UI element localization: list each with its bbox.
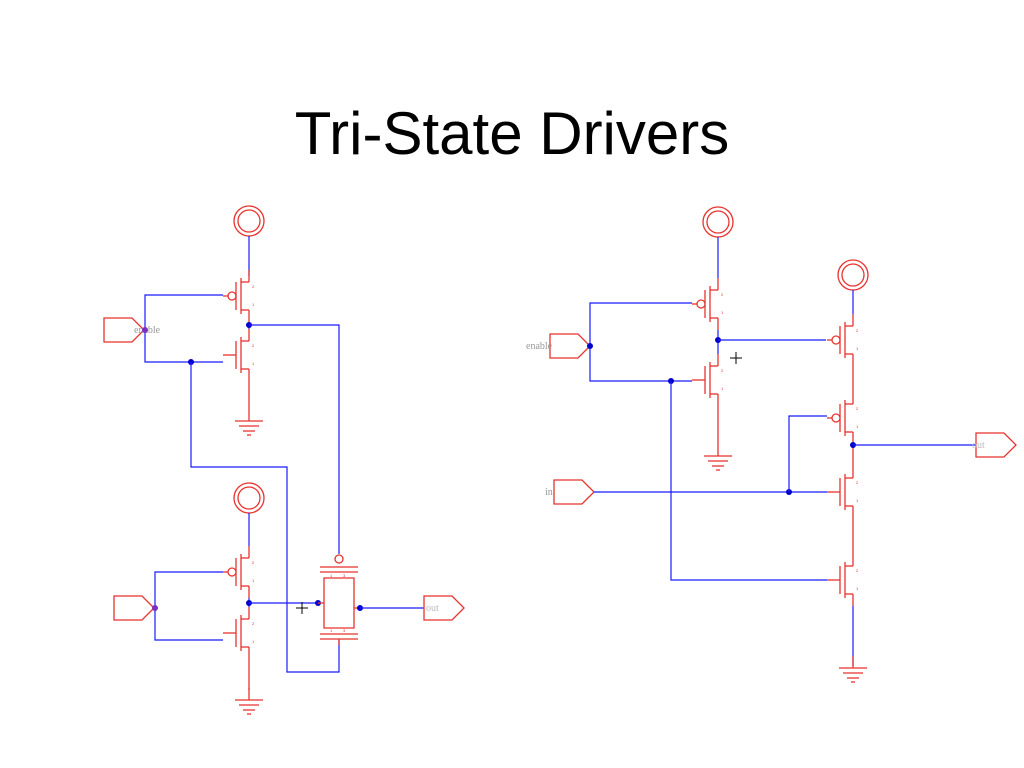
pmos-transistor [691,277,725,331]
vdd-symbol [233,205,265,237]
slide-title: Tri-State Drivers [294,100,730,167]
vdd-symbol [837,259,869,291]
pmos-transistor [826,391,860,445]
svg-text:1: 1 [330,628,333,633]
nmos-transistor [222,328,256,382]
pin-label-out: out [426,603,439,614]
pmos-transistor [826,313,860,367]
ground-symbol [234,687,264,715]
pin-label-in: in [545,487,553,498]
svg-text:1: 1 [330,573,333,578]
input-port [549,333,591,359]
nmos-transistor [222,606,256,660]
junction-node [142,327,148,333]
vdd-symbol [702,206,734,238]
nmos-transistor [826,465,860,519]
nmos-transistor [691,353,725,407]
pmos-transistor [222,269,256,323]
ground-symbol [234,408,264,436]
right-schematic: enable in [526,206,1017,683]
pin-label-enable: enable [526,341,553,352]
nmos-transistor [826,553,860,607]
input-port [553,479,595,505]
junction-node [152,605,158,611]
input-port [113,595,155,621]
ground-symbol [703,443,733,471]
transmission-gate: 3 1 3 1 [318,554,360,645]
svg-text:3: 3 [343,573,346,578]
pin-label-out: out [972,440,985,451]
pmos-transistor [222,545,256,599]
ground-symbol [838,655,868,683]
vdd-symbol [233,482,265,514]
svg-text:3: 3 [343,628,346,633]
left-schematic: enable [103,205,465,715]
junction-node [587,343,593,349]
